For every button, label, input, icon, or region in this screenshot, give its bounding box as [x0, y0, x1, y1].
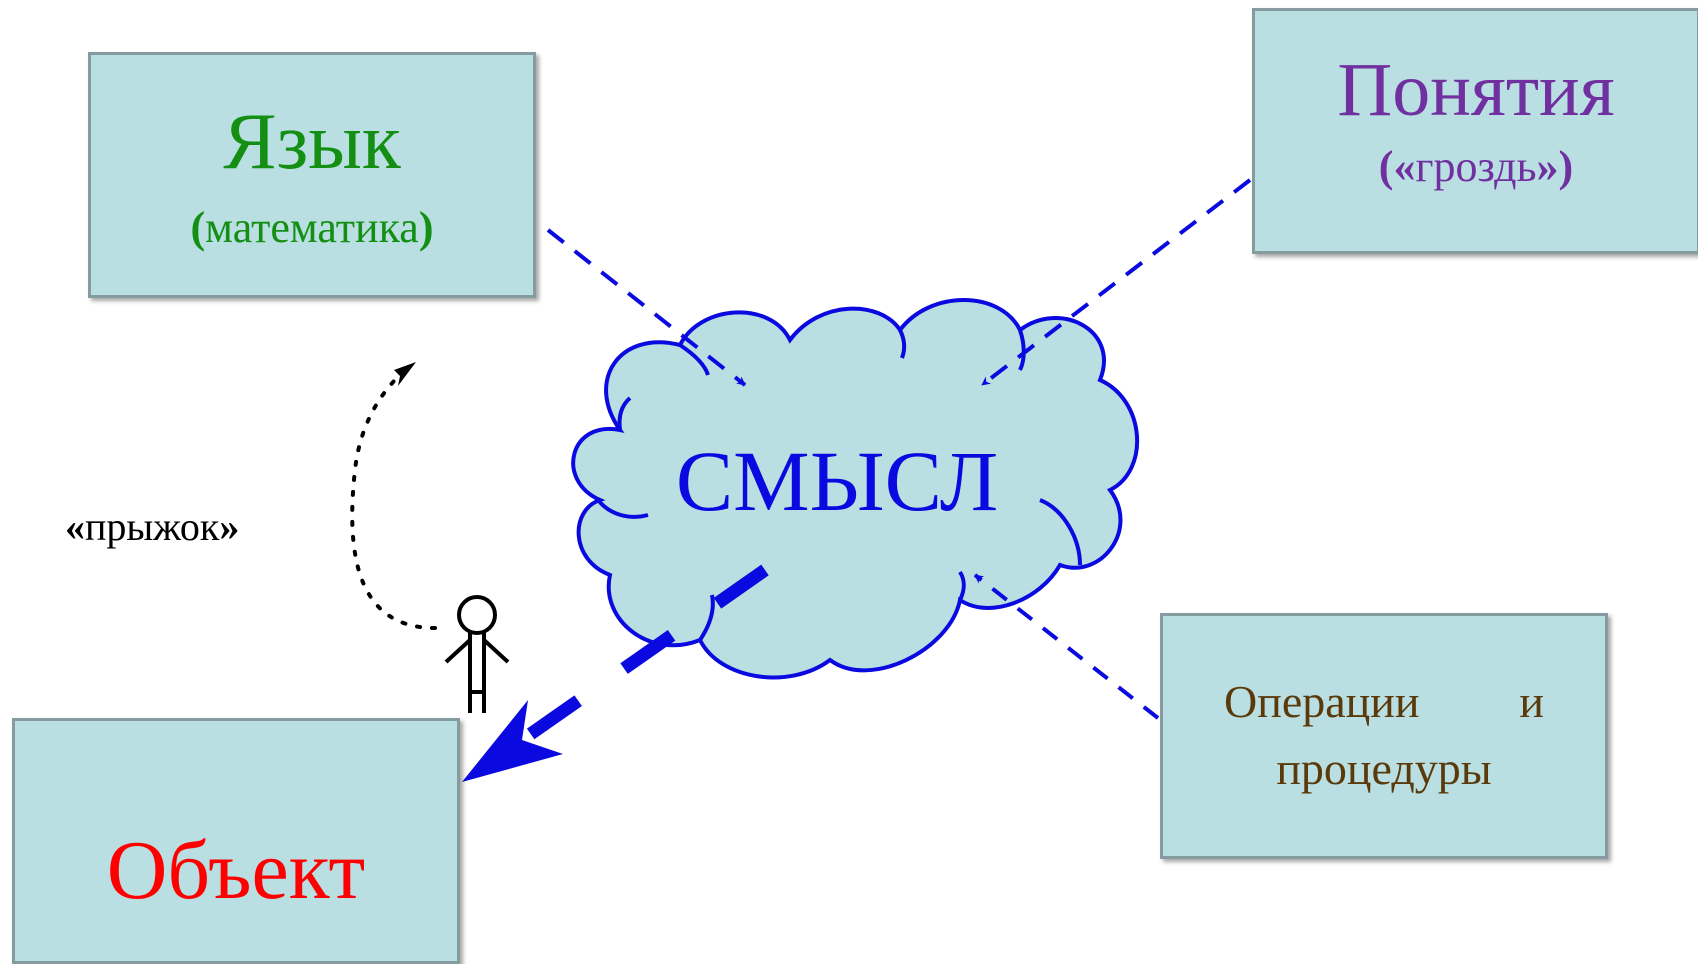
- concepts-title: Понятия: [1337, 48, 1615, 132]
- operations-box: Операции и процедуры: [1160, 613, 1608, 859]
- jump-label: «прыжок»: [65, 504, 240, 549]
- language-box: Язык (математика): [88, 52, 536, 298]
- concepts-subtitle: («гроздь»): [1378, 141, 1574, 191]
- jump-arrowhead: [394, 362, 416, 386]
- cloud-curl-top-left: [678, 343, 710, 376]
- arrow-ops-to-meaning: [973, 573, 1160, 720]
- operations-text: Операции и процедуры: [1224, 676, 1544, 794]
- cloud-curl-bottom-left: [698, 594, 715, 642]
- cloud-curl-bottom-right: [958, 570, 966, 601]
- jump-arc: [350, 362, 437, 630]
- arrow-meaning-to-object: [518, 564, 769, 746]
- language-title: Язык: [223, 97, 401, 186]
- cloud-curl-top: [898, 329, 907, 359]
- person-icon: [444, 595, 510, 713]
- cloud-curl-left: [596, 498, 649, 519]
- meaning-cloud: [571, 298, 1140, 680]
- language-subtitle: (математика): [190, 202, 434, 252]
- concepts-box: Понятия («гроздь»): [1252, 8, 1698, 254]
- arrow-lang-to-meaning: [546, 228, 747, 387]
- arrow-meaning-to-object-head: [462, 700, 563, 782]
- object-title: Объект: [106, 823, 366, 917]
- cloud-curl-mid-left: [617, 396, 632, 431]
- meaning-label: СМЫСЛ: [675, 433, 999, 529]
- cloud-curl-right: [1039, 498, 1082, 566]
- object-box: Объект: [12, 718, 460, 964]
- arrow-concepts-to-meaning: [980, 178, 1252, 387]
